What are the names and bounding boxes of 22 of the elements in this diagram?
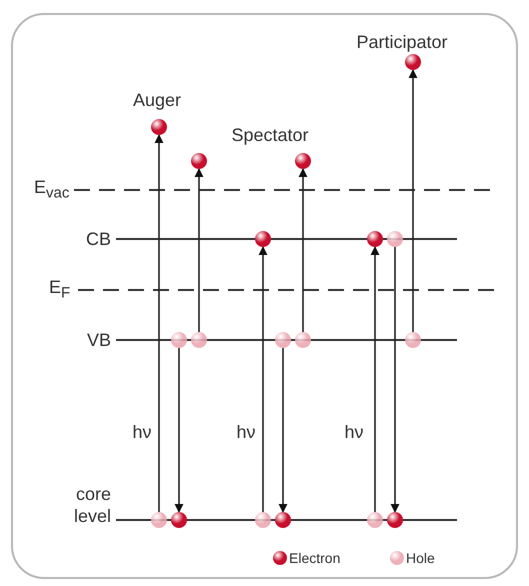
legend-label: Hole <box>406 550 435 566</box>
energy-level-label: VB <box>87 330 112 350</box>
photon-energy-label: hν <box>344 422 364 442</box>
energy-level-label: E$_{vac}$ <box>34 176 70 204</box>
energy-level-label: CB <box>86 229 112 249</box>
transition-arrow <box>154 134 164 512</box>
legend-label: Electron <box>289 550 340 566</box>
transition-arrow <box>174 348 184 513</box>
transition-arrow <box>298 168 308 332</box>
photon-energy-label: hν <box>236 422 256 442</box>
process-label: Spectator <box>232 125 309 145</box>
energy-level-label: E$_{F}$ <box>49 276 70 304</box>
transition-arrow <box>370 246 380 512</box>
process-label: Participator <box>356 32 448 52</box>
transition-arrow <box>278 348 288 513</box>
transition-arrow <box>258 246 268 512</box>
process-label: Auger <box>133 90 182 110</box>
transition-arrow <box>194 168 204 332</box>
energy-level-label: core level <box>72 483 111 527</box>
photon-energy-label: hν <box>132 422 152 442</box>
transition-arrow <box>408 69 418 332</box>
transition-arrow <box>390 247 400 513</box>
